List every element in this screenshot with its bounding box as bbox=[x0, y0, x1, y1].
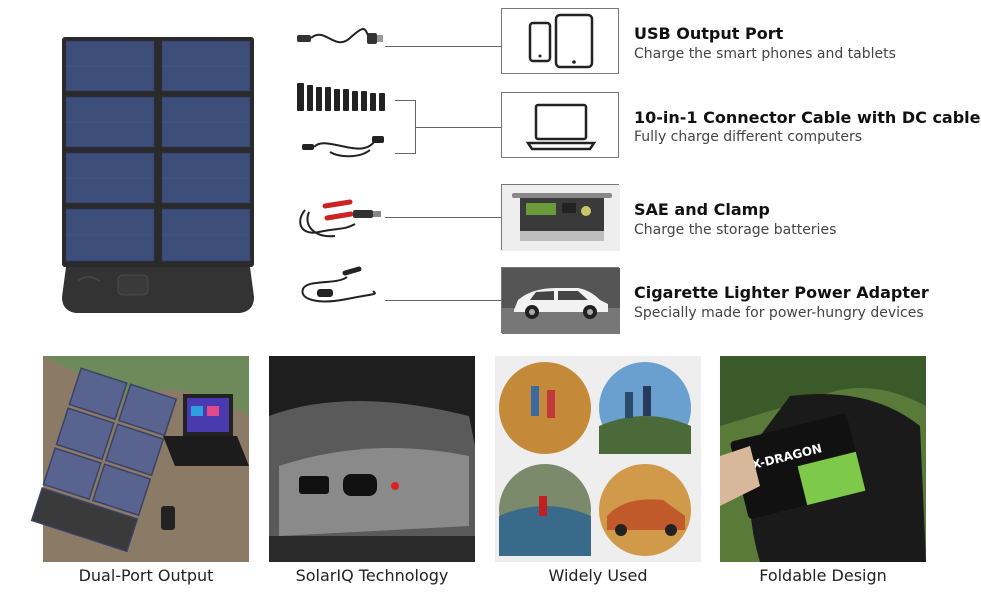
tile-caption-solariq: SolarIQ Technology bbox=[295, 566, 449, 585]
tile-solariq-technology bbox=[269, 356, 475, 562]
power-station-image bbox=[502, 185, 620, 251]
laptop-icon bbox=[525, 103, 597, 151]
dual-port-output-image bbox=[30, 356, 249, 562]
widely-used-image bbox=[495, 356, 701, 562]
connector-line bbox=[385, 300, 501, 301]
connector-line bbox=[385, 46, 501, 47]
feature-box-usb bbox=[501, 8, 619, 74]
feature-title-connector: 10-in-1 Connector Cable with DC cable bbox=[634, 108, 981, 127]
solar-panel-image bbox=[62, 37, 254, 313]
connector-tips-image bbox=[297, 83, 385, 111]
feature-subtitle-sae: Charge the storage batteries bbox=[634, 222, 837, 238]
feature-subtitle-usb: Charge the smart phones and tablets bbox=[634, 46, 896, 62]
feature-title-usb: USB Output Port bbox=[634, 24, 784, 43]
foldable-design-image: X-DRAGON bbox=[720, 356, 926, 562]
tile-caption-widely-used: Widely Used bbox=[548, 566, 648, 585]
feature-box-sae bbox=[501, 184, 620, 251]
tile-caption-foldable: Foldable Design bbox=[759, 566, 887, 585]
tile-dual-port-output bbox=[30, 356, 249, 562]
feature-box-cigarette bbox=[501, 267, 620, 334]
connector-line bbox=[385, 217, 501, 218]
feature-subtitle-cigarette: Specially made for power-hungry devices bbox=[634, 305, 924, 321]
feature-box-connector bbox=[501, 92, 619, 158]
feature-subtitle-connector: Fully charge different computers bbox=[634, 129, 863, 145]
connector-line bbox=[415, 127, 501, 128]
solariq-port-closeup-image bbox=[269, 356, 475, 562]
connector-bracket bbox=[395, 153, 415, 154]
connector-bracket bbox=[395, 100, 415, 101]
sae-clamp-cable-image bbox=[299, 199, 381, 238]
feature-title-sae: SAE and Clamp bbox=[634, 200, 770, 219]
tile-caption-dual-port: Dual-Port Output bbox=[78, 566, 214, 585]
cigarette-lighter-cable-image bbox=[301, 266, 376, 303]
dc-cable-image bbox=[302, 136, 384, 158]
tile-widely-used bbox=[495, 356, 701, 562]
car-image bbox=[502, 268, 620, 334]
usb-cable-image bbox=[297, 28, 383, 44]
feature-title-cigarette: Cigarette Lighter Power Adapter bbox=[634, 283, 929, 302]
phone-tablet-icon bbox=[528, 13, 594, 69]
tile-foldable-design: X-DRAGON bbox=[720, 356, 926, 562]
